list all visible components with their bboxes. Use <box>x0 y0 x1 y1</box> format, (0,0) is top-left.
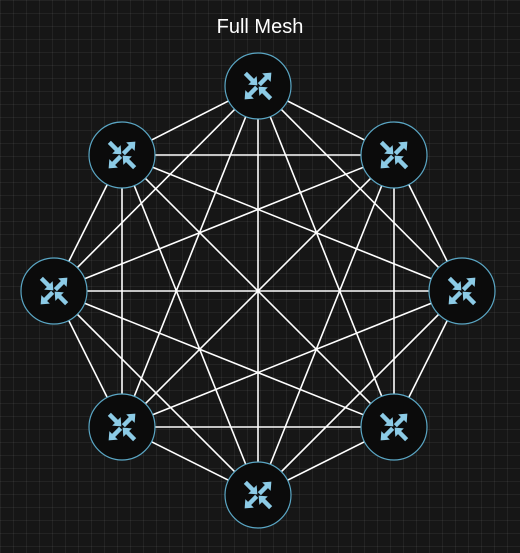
link-bottom-left <box>53 290 259 496</box>
link-top-bottom-left <box>121 85 259 428</box>
arrow-glyph <box>257 72 272 87</box>
arrow-glyph <box>380 426 395 441</box>
arrow-glyph <box>258 86 273 101</box>
router-body <box>428 257 496 325</box>
arrow-glyph <box>243 480 258 495</box>
router-body <box>224 52 292 120</box>
arrow-glyph <box>122 155 137 170</box>
router-icon <box>243 480 273 510</box>
arrow-glyph <box>244 494 259 509</box>
router-icon <box>379 140 409 170</box>
arrow-glyph <box>40 290 55 305</box>
arrow-glyph <box>121 141 136 156</box>
router-left[interactable] <box>20 257 88 325</box>
arrow-glyph <box>107 412 122 427</box>
router-icon <box>107 140 137 170</box>
arrow-glyph <box>108 154 123 169</box>
router-body <box>88 393 156 461</box>
router-body <box>20 257 88 325</box>
arrow-glyph <box>243 71 258 86</box>
router-icon <box>243 71 273 101</box>
router-bottom[interactable] <box>224 461 292 529</box>
arrow-glyph <box>394 427 409 442</box>
router-bottom-right[interactable] <box>360 393 428 461</box>
router-nodes <box>20 52 496 529</box>
arrow-glyph <box>448 290 463 305</box>
arrow-glyph <box>257 481 272 496</box>
arrow-glyph <box>379 412 394 427</box>
arrow-glyph <box>122 427 137 442</box>
router-icon <box>447 276 477 306</box>
link-top-right-left <box>53 154 395 292</box>
router-icon <box>39 276 69 306</box>
arrow-glyph <box>107 140 122 155</box>
arrow-glyph <box>121 413 136 428</box>
router-bottom-left[interactable] <box>88 393 156 461</box>
link-top-right-bottom <box>257 154 395 496</box>
router-body <box>360 393 428 461</box>
arrow-glyph <box>53 277 68 292</box>
arrow-glyph <box>393 141 408 156</box>
arrow-glyph <box>39 276 54 291</box>
link-bottom-right-top-left <box>121 154 395 428</box>
link-right-bottom-left <box>121 290 463 428</box>
router-right[interactable] <box>428 257 496 325</box>
router-top[interactable] <box>224 52 292 120</box>
arrow-glyph <box>379 140 394 155</box>
arrow-glyph <box>54 291 69 306</box>
arrow-glyph <box>380 154 395 169</box>
arrow-glyph <box>394 155 409 170</box>
router-icon <box>107 412 137 442</box>
router-body <box>224 461 292 529</box>
arrow-glyph <box>244 85 259 100</box>
router-top-right[interactable] <box>360 121 428 189</box>
link-bottom-top-left <box>121 154 259 496</box>
arrow-glyph <box>462 291 477 306</box>
arrow-glyph <box>447 276 462 291</box>
arrow-glyph <box>393 413 408 428</box>
router-body <box>88 121 156 189</box>
router-body <box>360 121 428 189</box>
arrow-glyph <box>461 277 476 292</box>
link-top-bottom-right <box>257 85 395 428</box>
router-icon <box>379 412 409 442</box>
arrow-glyph <box>108 426 123 441</box>
arrow-glyph <box>258 495 273 510</box>
router-top-left[interactable] <box>88 121 156 189</box>
link-bottom-right-left <box>53 290 395 428</box>
diagram-title: Full Mesh <box>216 16 304 38</box>
link-right-top-left <box>121 154 463 292</box>
